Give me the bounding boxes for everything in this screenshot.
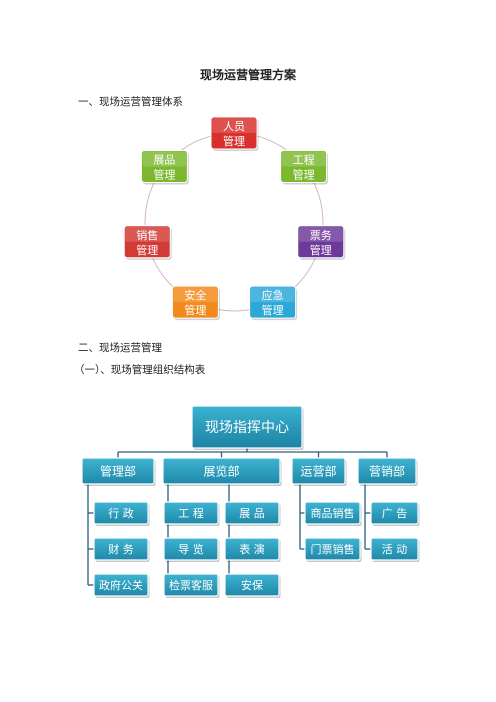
cycle-node-gloss (281, 151, 326, 167)
cycle-node-box (210, 116, 258, 150)
org-node-box (370, 501, 419, 525)
org-node-box (304, 537, 361, 561)
cycle-node-gloss (298, 226, 343, 242)
sub-node: 表 演 (224, 537, 281, 562)
org-node-box (224, 573, 280, 597)
org-node-label: 商品销售 (311, 506, 355, 520)
org-node-label: 政府公关 (99, 578, 143, 592)
page-title: 现场运营管理方案 (199, 68, 296, 82)
dept-node-3: 运营部 (291, 457, 347, 486)
org-node-label: 工 程 (178, 507, 204, 520)
org-node-box (93, 573, 149, 597)
org-node-box (163, 501, 219, 525)
org-node-label: 安保 (241, 578, 263, 592)
dept-node-1: 管理部 (81, 457, 156, 486)
sub-node: 检票客服 (163, 573, 220, 598)
cycle-node-box (297, 225, 345, 259)
cycle-node-box (123, 225, 171, 259)
org-node-label: 展 品 (239, 507, 265, 520)
cycle-node-box (171, 285, 219, 319)
section-heading-1: 一、现场运营管理体系 (78, 96, 183, 108)
dept-node-4: 营销部 (357, 457, 418, 486)
org-node-box (291, 457, 346, 485)
sub-node: 广 告 (370, 501, 420, 526)
org-node-box (93, 501, 149, 525)
sub-node: 政府公关 (93, 573, 150, 598)
cycle-node-label-2: 管理 (293, 168, 315, 182)
sub-node: 工 程 (163, 501, 220, 526)
cycle-node-gloss (173, 287, 218, 303)
cycle-node-gloss (125, 226, 170, 242)
org-node-label: 财 务 (108, 542, 134, 556)
sub-node: 展 品 (224, 501, 281, 526)
org-node-label: 现场指挥中心 (205, 420, 289, 436)
org-node-box (370, 537, 419, 561)
sub-node: 商品销售 (304, 501, 362, 526)
cycle-node-label-2: 管理 (153, 168, 175, 182)
cycle-node-gloss (250, 287, 295, 303)
subsection-heading-1: （一）、现场管理组织结构表 (74, 364, 206, 376)
org-node-box (224, 537, 280, 561)
cycle-node-label-2: 管理 (310, 243, 332, 257)
dept-node-2: 展览部 (162, 457, 282, 486)
cycle-node-box (280, 150, 328, 184)
cycle-node-label-1: 展品 (153, 154, 175, 167)
sub-node: 门票销售 (304, 537, 362, 562)
cycle-node-label-1: 应急 (262, 288, 284, 302)
org-node-label: 运营部 (300, 463, 336, 478)
cycle-node-gloss (142, 151, 187, 167)
cycle-node-gloss (212, 118, 256, 133)
org-node-box (304, 501, 361, 525)
org-node-box (162, 457, 281, 485)
org-node-box (224, 501, 280, 525)
org-node-label: 检票客服 (169, 578, 213, 592)
org-node-label: 活 动 (382, 543, 408, 556)
org-node-label: 导 览 (178, 542, 204, 556)
org-node-label: 表 演 (239, 542, 265, 556)
org-node-box (81, 457, 155, 485)
org-node-box (163, 573, 219, 597)
cycle-node-label-1: 销售 (136, 228, 158, 242)
cycle-node-label-1: 安全 (184, 288, 206, 302)
org-root-node: 现场指挥中心 (191, 405, 304, 450)
cycle-node-label-1: 票务 (310, 229, 332, 242)
sub-node: 活 动 (370, 537, 420, 562)
cycle-node-box (140, 150, 188, 184)
sub-node: 导 览 (163, 537, 220, 562)
org-node-box (93, 537, 149, 561)
org-node-label: 行 政 (108, 506, 134, 520)
org-node-label: 门票销售 (311, 542, 355, 556)
sub-node: 行 政 (93, 501, 150, 526)
section-heading-2: 二、现场运营管理 (78, 342, 162, 354)
org-node-box (357, 457, 417, 485)
cycle-node-label-1: 工程 (293, 154, 315, 167)
cycle-node-label-2: 管理 (136, 243, 158, 257)
org-node-label: 展览部 (203, 463, 239, 478)
org-node-label: 管理部 (100, 463, 136, 478)
org-node-box (191, 405, 303, 449)
org-node-box (163, 537, 219, 561)
cycle-node-box (249, 285, 297, 319)
cycle-node-label-2: 管理 (262, 303, 284, 317)
org-node-label: 营销部 (369, 463, 405, 478)
sub-node: 安保 (224, 573, 281, 598)
cycle-node-label-2: 管理 (184, 303, 206, 317)
cycle-node-label-1: 人员 (223, 120, 245, 133)
cycle-node-label-2: 管理 (223, 134, 245, 148)
sub-node: 财 务 (93, 537, 150, 562)
org-node-label: 广 告 (382, 507, 408, 520)
